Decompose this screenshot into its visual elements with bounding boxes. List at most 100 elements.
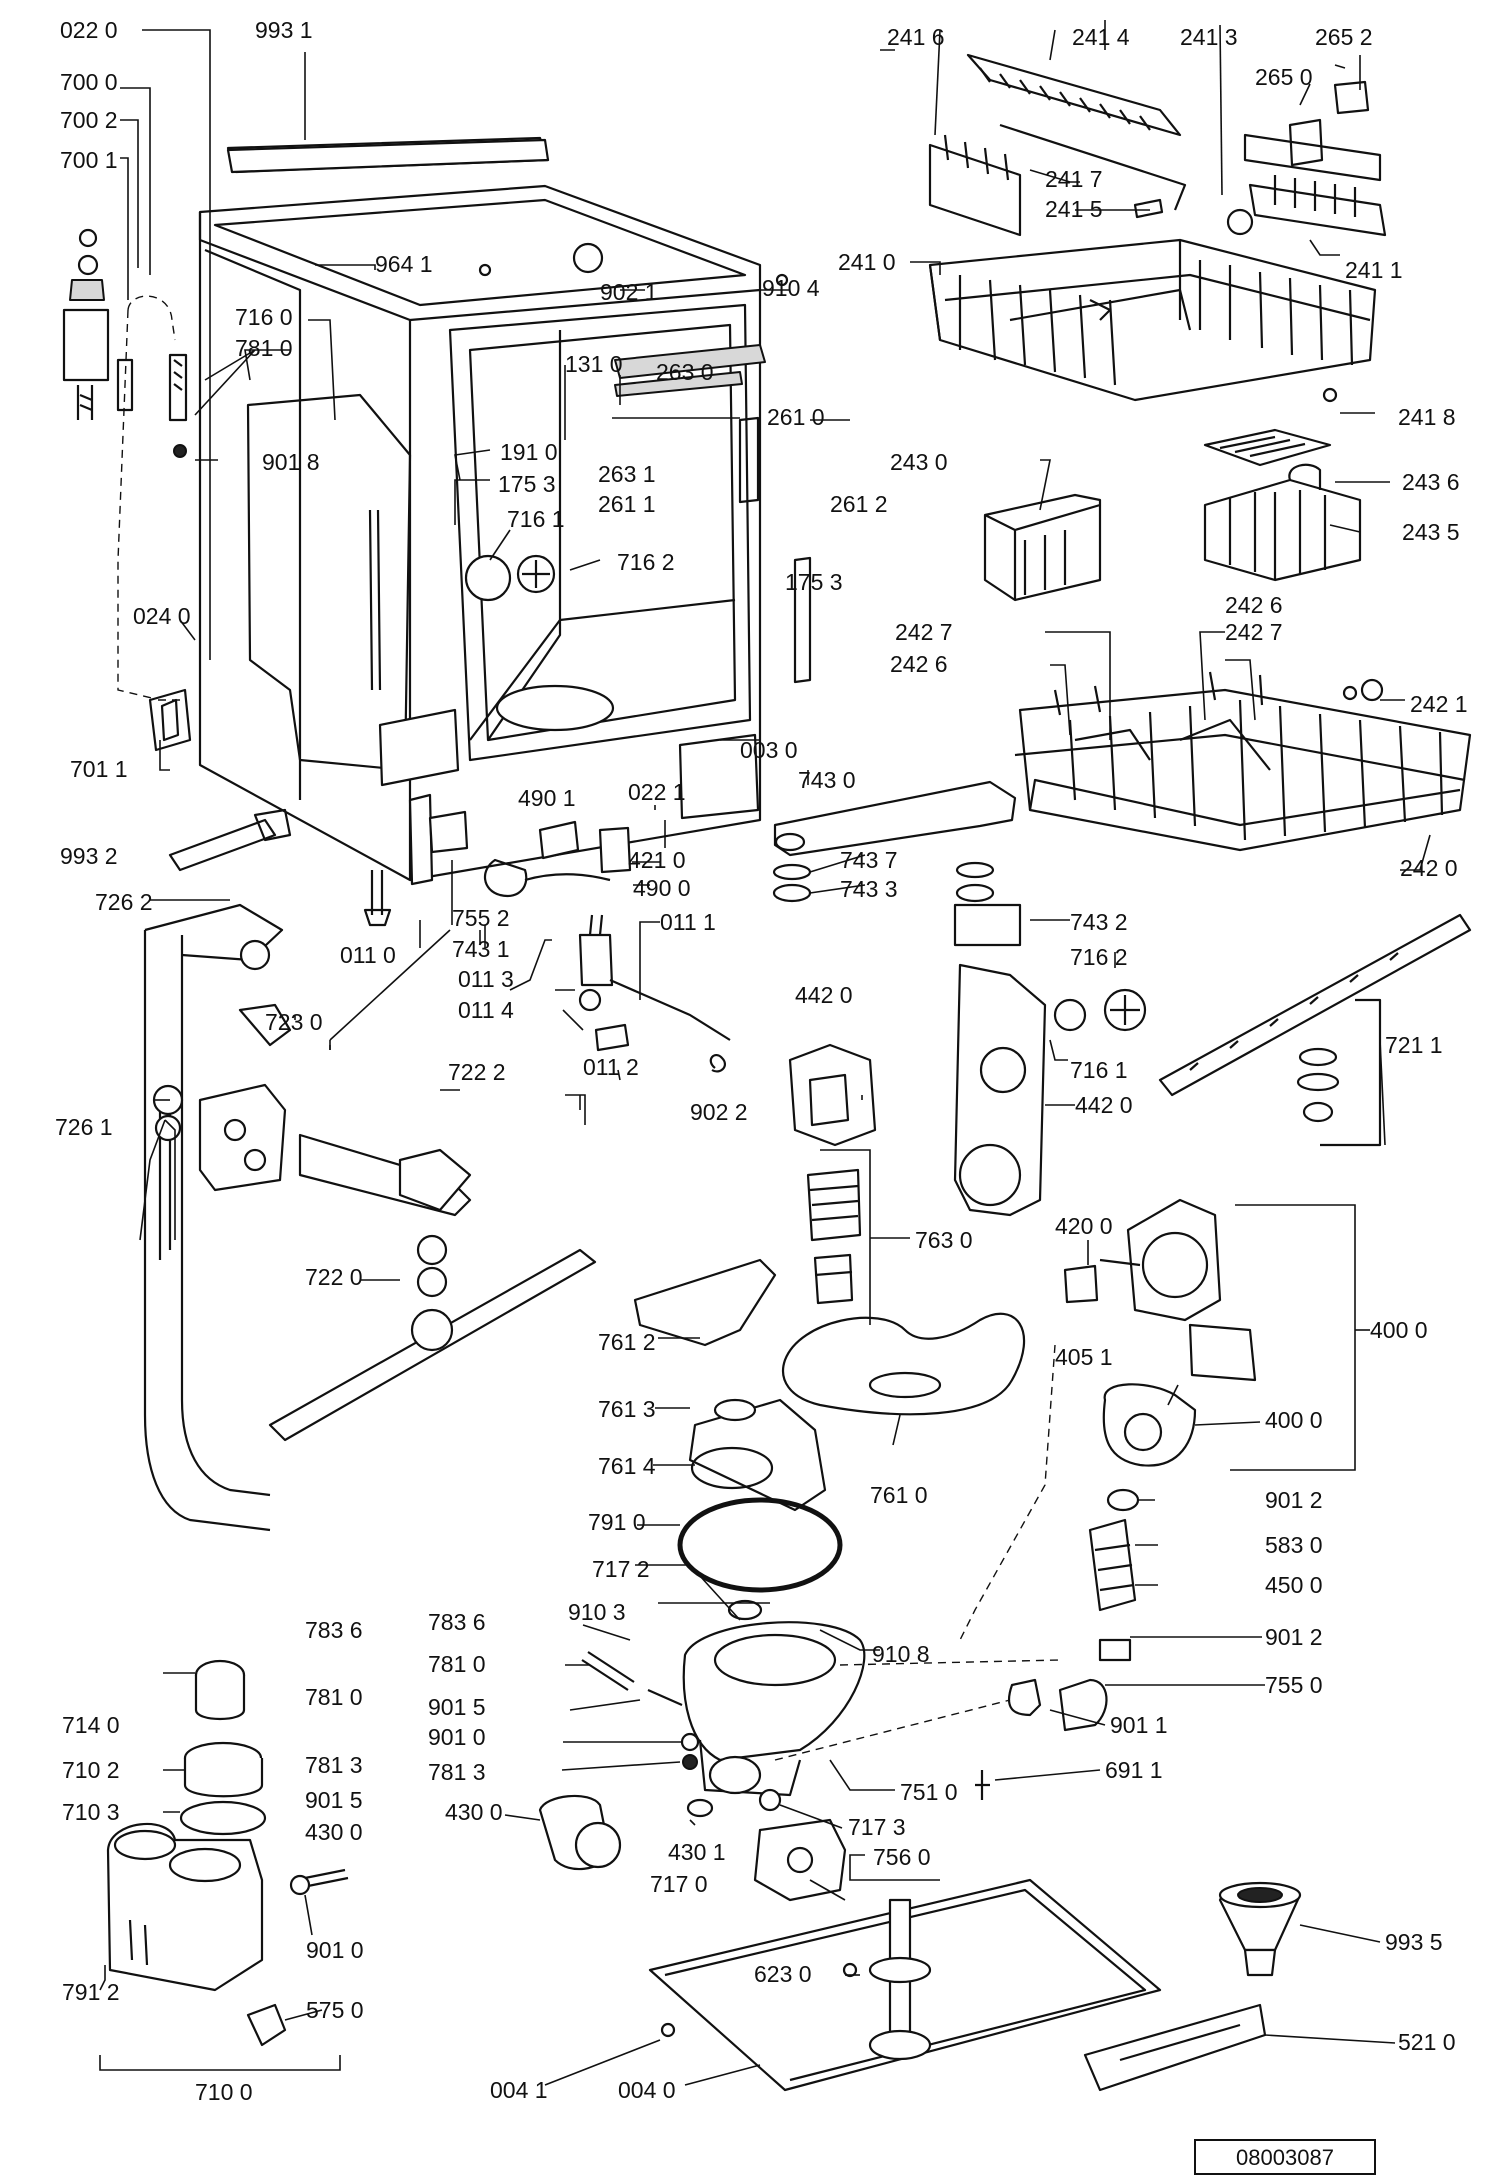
part-label: 721 1 bbox=[1385, 1032, 1443, 1058]
part-label: 717 0 bbox=[650, 1871, 708, 1897]
top-board bbox=[226, 138, 550, 174]
part-label: 430 0 bbox=[305, 1819, 363, 1845]
part-label: 781 3 bbox=[305, 1752, 363, 1778]
part-label: 710 0 bbox=[195, 2079, 253, 2105]
part-label: 901 5 bbox=[428, 1694, 486, 1720]
part-label: 575 0 bbox=[306, 1997, 364, 2023]
part-label: 717 3 bbox=[848, 1814, 906, 1840]
document-number: 08003087 bbox=[1236, 2145, 1334, 2170]
part-label: 022 0 bbox=[60, 17, 118, 43]
part-label: 243 0 bbox=[890, 449, 948, 475]
part-label: 901 2 bbox=[1265, 1487, 1323, 1513]
part-label: 717 2 bbox=[592, 1556, 650, 1582]
part-label: 781 3 bbox=[428, 1759, 486, 1785]
part-label: 716 0 bbox=[235, 304, 293, 330]
part-label: 490 0 bbox=[633, 875, 691, 901]
part-label: 430 0 bbox=[445, 1799, 503, 1825]
part-label: 011 4 bbox=[458, 997, 514, 1023]
part-label: 400 0 bbox=[1370, 1317, 1428, 1343]
part-label: 910 8 bbox=[872, 1641, 930, 1667]
part-label: 243 6 bbox=[1402, 469, 1460, 495]
part-label: 011 0 bbox=[340, 942, 396, 968]
part-label: 242 6 bbox=[890, 651, 948, 677]
cutlery-basket-illustration bbox=[983, 428, 1362, 602]
part-label: 242 7 bbox=[1225, 619, 1283, 645]
part-label: 241 8 bbox=[1398, 404, 1456, 430]
part-label: 743 2 bbox=[1070, 909, 1128, 935]
part-label: 700 1 bbox=[60, 147, 118, 173]
part-label: 011 2 bbox=[583, 1054, 639, 1080]
part-label: 490 1 bbox=[518, 785, 576, 811]
part-label: 175 3 bbox=[498, 471, 556, 497]
part-label: 700 0 bbox=[60, 69, 118, 95]
part-label: 243 5 bbox=[1402, 519, 1460, 545]
part-label: 716 2 bbox=[617, 549, 675, 575]
part-label: 450 0 bbox=[1265, 1572, 1323, 1598]
part-label: 265 2 bbox=[1315, 24, 1373, 50]
part-label: 783 6 bbox=[428, 1609, 486, 1635]
part-label: 901 0 bbox=[428, 1724, 486, 1750]
part-label: 011 3 bbox=[458, 966, 514, 992]
part-label: 241 7 bbox=[1045, 166, 1103, 192]
part-label: 011 1 bbox=[660, 909, 716, 935]
part-label: 241 6 bbox=[887, 24, 945, 50]
part-label: 716 1 bbox=[1070, 1057, 1128, 1083]
part-label: 781 0 bbox=[235, 335, 293, 361]
part-label: 993 5 bbox=[1385, 1929, 1443, 1955]
part-label: 024 0 bbox=[133, 603, 191, 629]
leader-lines bbox=[99, 20, 1431, 2086]
part-label: 993 1 bbox=[255, 17, 313, 43]
part-label: 442 0 bbox=[1075, 1092, 1133, 1118]
part-label: 241 1 bbox=[1345, 257, 1403, 283]
part-label: 901 8 bbox=[262, 449, 320, 475]
part-label: 710 3 bbox=[62, 1799, 120, 1825]
part-label: 723 0 bbox=[265, 1009, 323, 1035]
part-label: 242 1 bbox=[1410, 691, 1468, 717]
part-label: 241 5 bbox=[1045, 196, 1103, 222]
part-label: 743 1 bbox=[452, 936, 510, 962]
wiring-parts-illustration bbox=[484, 820, 731, 1073]
part-label: 761 4 bbox=[598, 1453, 656, 1479]
cabinet-illustration bbox=[198, 136, 812, 886]
part-label: 700 2 bbox=[60, 107, 118, 133]
part-label: 241 3 bbox=[1180, 24, 1238, 50]
part-label: 022 1 bbox=[628, 779, 686, 805]
part-label: 241 4 bbox=[1072, 24, 1130, 50]
document-number-box bbox=[1194, 2139, 1376, 2175]
part-label: 726 1 bbox=[55, 1114, 113, 1140]
lower-basket-illustration bbox=[1014, 671, 1472, 852]
part-label: 261 1 bbox=[598, 491, 656, 517]
part-label: 781 0 bbox=[428, 1651, 486, 1677]
part-label: 763 0 bbox=[915, 1227, 973, 1253]
part-label: 421 0 bbox=[628, 847, 686, 873]
part-label: 242 7 bbox=[895, 619, 953, 645]
part-label: 131 0 bbox=[565, 351, 623, 377]
part-label: 623 0 bbox=[754, 1961, 812, 1987]
part-label: 726 2 bbox=[95, 889, 153, 915]
part-label: 442 0 bbox=[795, 982, 853, 1008]
part-label: 751 0 bbox=[900, 1779, 958, 1805]
part-label: 964 1 bbox=[375, 251, 433, 277]
part-label: 263 0 bbox=[656, 359, 714, 385]
part-label: 902 2 bbox=[690, 1099, 748, 1125]
part-label: 743 3 bbox=[840, 876, 898, 902]
sump-illustration bbox=[538, 1258, 1140, 1902]
part-label: 781 0 bbox=[305, 1684, 363, 1710]
part-label: 430 1 bbox=[668, 1839, 726, 1865]
part-label: 791 0 bbox=[588, 1509, 646, 1535]
part-label: 191 0 bbox=[500, 439, 558, 465]
part-label: 263 1 bbox=[598, 461, 656, 487]
part-label: 761 3 bbox=[598, 1396, 656, 1422]
salt-container-illustration bbox=[106, 1659, 349, 2047]
part-label: 756 0 bbox=[873, 1844, 931, 1870]
part-label: 901 0 bbox=[306, 1937, 364, 1963]
part-label: 261 2 bbox=[830, 491, 888, 517]
part-label: 910 3 bbox=[568, 1599, 626, 1625]
part-label: 910 4 bbox=[762, 275, 820, 301]
part-label: 265 0 bbox=[1255, 64, 1313, 90]
part-label: 901 2 bbox=[1265, 1624, 1323, 1650]
part-label: 261 0 bbox=[767, 404, 825, 430]
part-label: 004 0 bbox=[618, 2077, 676, 2103]
